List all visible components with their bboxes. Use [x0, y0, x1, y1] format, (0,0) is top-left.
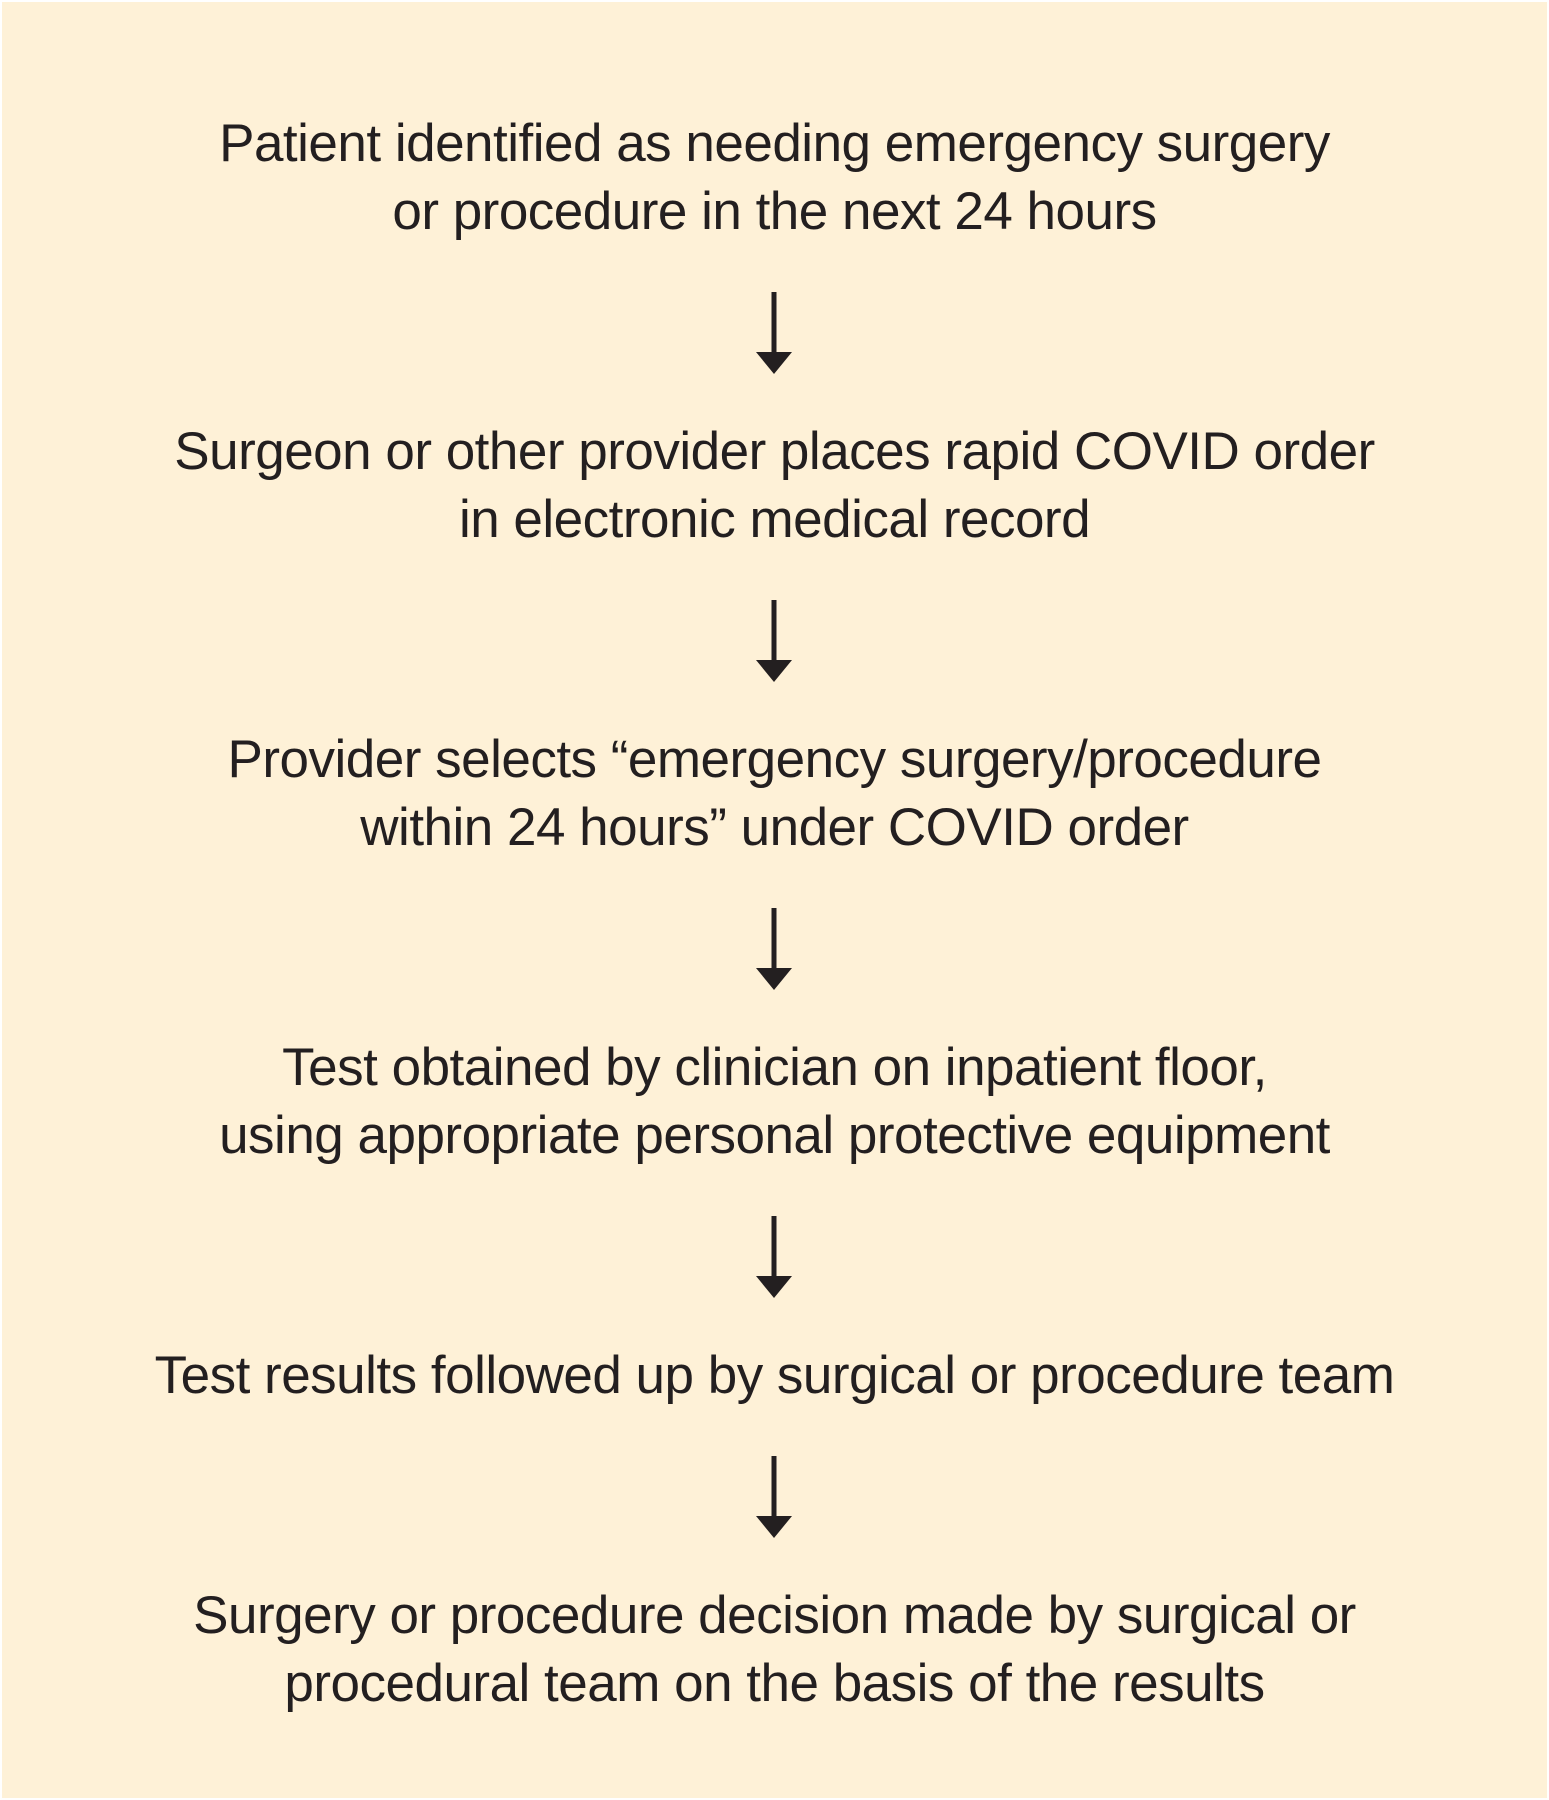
- flow-step-1-line-1: Patient identified as needing emergency …: [219, 114, 1330, 173]
- flow-step-5: Test results followed up by surgical or …: [2, 1342, 1547, 1410]
- flow-step-6: Surgery or procedure decision made by su…: [2, 1582, 1547, 1718]
- flow-step-4-line-2: using appropriate personal protective eq…: [219, 1106, 1330, 1165]
- flow-step-3: Provider selects “emergency surgery/proc…: [2, 726, 1547, 862]
- flow-step-6-line-2: procedural team on the basis of the resu…: [284, 1654, 1265, 1713]
- down-arrow-icon: [756, 292, 792, 374]
- down-arrow-icon: [756, 600, 792, 682]
- flow-step-1: Patient identified as needing emergency …: [2, 110, 1547, 246]
- flow-step-1-line-2: or procedure in the next 24 hours: [392, 182, 1157, 241]
- flow-step-3-line-2: within 24 hours” under COVID order: [360, 798, 1189, 857]
- flow-step-5-line-1: Test results followed up by surgical or …: [154, 1346, 1395, 1405]
- flow-step-2-line-1: Surgeon or other provider places rapid C…: [174, 422, 1375, 481]
- down-arrow-icon: [756, 908, 792, 990]
- flow-step-4: Test obtained by clinician on inpatient …: [2, 1034, 1547, 1170]
- flow-step-3-line-1: Provider selects “emergency surgery/proc…: [227, 730, 1322, 789]
- down-arrow-icon: [756, 1456, 792, 1538]
- down-arrow-icon: [756, 1216, 792, 1298]
- flow-step-2: Surgeon or other provider places rapid C…: [2, 418, 1547, 554]
- flow-step-4-line-1: Test obtained by clinician on inpatient …: [282, 1038, 1267, 1097]
- flow-step-6-line-1: Surgery or procedure decision made by su…: [193, 1586, 1356, 1645]
- flow-step-2-line-2: in electronic medical record: [458, 490, 1091, 549]
